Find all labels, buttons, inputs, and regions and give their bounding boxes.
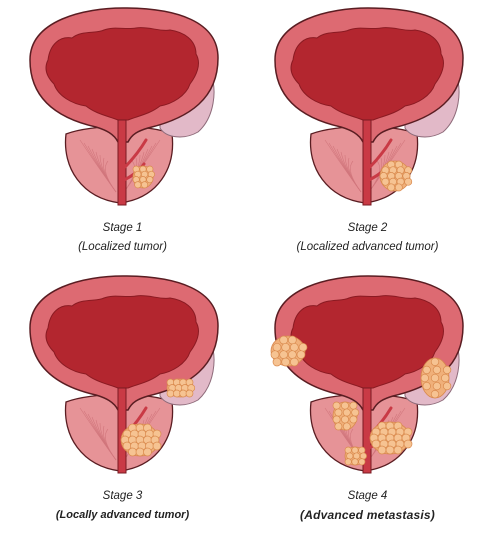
stage-title: Stage 3 — [102, 490, 143, 502]
bladder-lumen — [290, 295, 444, 389]
urethra — [117, 387, 127, 474]
tumor — [120, 423, 162, 457]
panel-stage-3: Stage 3 (Locally advanced tumor) — [0, 268, 245, 536]
tumor — [369, 421, 413, 455]
tumor — [344, 446, 367, 466]
stage-description: (Advanced metastasis) — [300, 508, 435, 522]
stage-title: Stage 2 — [347, 222, 388, 234]
stage-title: Stage 1 — [102, 222, 143, 234]
stage-description: (Localized tumor) — [78, 241, 167, 253]
bladder-lumen — [45, 295, 199, 389]
tumor — [270, 335, 308, 367]
panel-stage-1: Stage 1 (Localized tumor) — [0, 0, 245, 268]
prostate-illustration — [29, 275, 219, 474]
prostate-illustration — [270, 275, 464, 474]
tumor — [166, 378, 196, 398]
urethra — [362, 387, 372, 474]
bladder-lumen — [45, 27, 199, 121]
panel-stage-4: Stage 4 (Advanced metastasis) — [245, 268, 490, 536]
stage-description: (Locally advanced tumor) — [55, 509, 190, 521]
prostate-illustration — [29, 7, 219, 206]
panel-stage-2: Stage 2 (Localized advanced tumor) — [245, 0, 490, 268]
stage-title: Stage 4 — [347, 490, 388, 502]
prostate-illustration — [274, 7, 464, 206]
urethra — [362, 119, 372, 206]
tumor — [332, 401, 360, 431]
tumor — [379, 160, 413, 192]
tumor — [132, 165, 155, 189]
bladder-lumen — [290, 27, 444, 121]
urethra — [117, 119, 127, 206]
tumor — [420, 357, 452, 399]
stage-description: (Localized advanced tumor) — [296, 241, 439, 253]
